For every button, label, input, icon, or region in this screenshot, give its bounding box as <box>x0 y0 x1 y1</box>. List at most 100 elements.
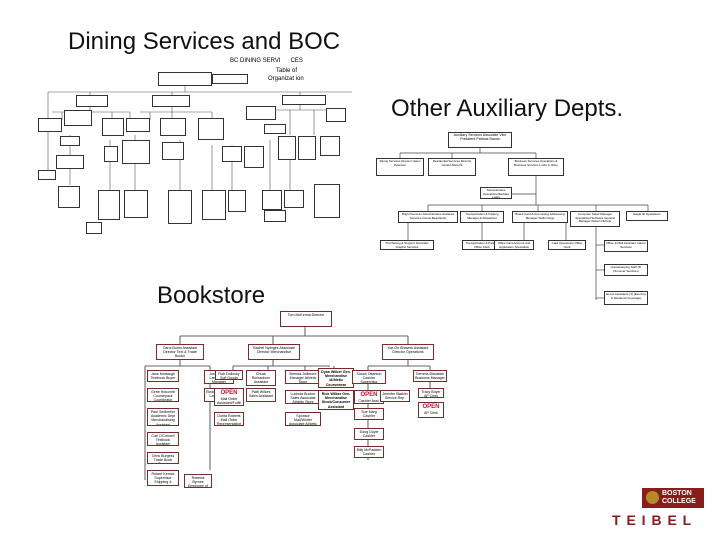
dining-caption-3: Organizat ion <box>268 76 304 82</box>
dining-box <box>316 72 324 76</box>
dining-box <box>282 95 326 105</box>
bookstore-staff-box: Roberta Byrnes Employee of Budget <box>184 474 212 488</box>
bookstore-staff-box: Brenda Jollimore Manager Athletic Store <box>285 370 321 384</box>
dining-box <box>244 146 264 168</box>
dining-box <box>122 140 150 164</box>
bookstore-staff-box: Sponsor Mail/Winter Associate Athletic S… <box>285 412 321 426</box>
other-extra-box: Housekeeping Staff (3) (Summer Services) <box>604 264 648 276</box>
dining-box <box>264 210 286 222</box>
other-level2-box: Bright Services Administrative Assistant… <box>398 211 458 223</box>
dining-box <box>64 110 92 126</box>
dining-box <box>298 136 316 160</box>
dining-box <box>58 186 80 208</box>
bookstore-staff-box: Jennifer Blaiklin Service Rep. <box>380 390 410 402</box>
bookstore-open-box: OPEN Mail Order Assistant/Fulfill <box>214 388 244 406</box>
other-level3-box: Office & Mail Assistant Career Services <box>604 240 648 252</box>
bookstore-root: Tom McKenna Director <box>280 311 332 327</box>
dining-box <box>246 106 276 120</box>
dining-box <box>162 142 184 160</box>
bookstore-staff-box: Robert Kerrick Supervisor Shipping & Rec… <box>147 470 179 486</box>
open-position-label: OPEN <box>220 390 238 396</box>
other-level2-box: Transportation & Parking Manager & Dispa… <box>460 211 504 223</box>
bookstore-staff-box: Billy McPadden Cashier <box>354 446 384 458</box>
teibel-wordmark: T E I B E L <box>612 512 693 528</box>
bookstore-staff-box: Tracy Boyer AP Clerk <box>418 388 444 398</box>
dining-box <box>76 95 108 107</box>
dining-box <box>262 190 282 210</box>
other-level1-box: Residential Services Director Gerald Alb… <box>428 158 476 176</box>
dining-box <box>278 136 296 160</box>
other-admin-box: Administrative Operations Barbara Lewis <box>480 187 512 199</box>
dining-box <box>264 124 286 134</box>
dining-box <box>202 190 226 220</box>
dining-box <box>158 72 212 86</box>
other-level2-box: Board Card & Accounting Addressing Manag… <box>512 211 568 223</box>
dining-box <box>284 190 304 208</box>
dining-box <box>126 118 150 132</box>
dining-box <box>160 118 186 136</box>
dining-box <box>98 190 120 220</box>
dining-box <box>228 190 246 212</box>
dining-box <box>60 136 80 146</box>
dining-box <box>168 190 192 224</box>
bookstore-staff-box: Patti Wilkes Sales Assistant <box>246 388 276 402</box>
other-level3-box: Office Card Account and Application Spec… <box>494 240 534 250</box>
other-level3-box: Purchasing & Support Specialist Graphic … <box>380 240 434 250</box>
other-level2-box: Computer Sales Manager Specialized Softw… <box>570 211 620 227</box>
dining-box <box>222 146 242 162</box>
other-depts-title: Other Auxiliary Depts. <box>391 95 624 122</box>
dining-box <box>320 136 340 156</box>
logo-line2: COLLEGE <box>662 498 696 505</box>
dining-box <box>86 222 102 234</box>
other-level3-box: Card Operations Office Clerk <box>548 240 586 250</box>
other-level1-box: Dining Services Director Helen Peterson <box>376 158 424 176</box>
open-position-label: OPEN <box>422 404 440 410</box>
open-position-label: OPEN <box>360 392 378 398</box>
bookstore-staff-box: Carl O'Connell Textbook Assistant <box>147 432 179 446</box>
bookstore-staff-box: Jane Murtaugh Textbook Buyer <box>147 370 179 382</box>
bookstore-staff-box: Dorita Roberts Mail Order Representative <box>214 412 244 426</box>
other-level1-box: Business Services Operations & Business … <box>508 158 564 176</box>
open-position-role: AP Clerk <box>423 411 439 415</box>
bookstore-director-box: Carol Burns Assistant Director Text & Tr… <box>156 344 204 360</box>
bookstore-staff-box: Chuck Richardson Assistant Director Mark… <box>246 370 276 386</box>
bookstore-director-box: Kar-On Bhavnik Assistant Director Operat… <box>382 344 434 360</box>
bookstore-staff-box: Chris Burgess Trade Book Buyer <box>147 452 179 464</box>
dining-box <box>152 95 190 107</box>
bookstore-staff-box: Doug Doyle Cashier <box>354 428 384 440</box>
dining-box <box>314 184 340 218</box>
bookstore-staff-box: Rick Wilber Gen. Merchandise Stock/Consu… <box>318 390 354 410</box>
logo-line1: BOSTON <box>662 490 692 497</box>
dining-box <box>104 146 118 162</box>
bookstore-open-box: OPEN AP Clerk <box>418 402 444 418</box>
other-root: Auxiliary Services Associate Vice Presid… <box>448 132 512 148</box>
other-extra-box: Event Assistants (3) (Evening & Weekend … <box>604 291 648 305</box>
dining-box <box>198 118 224 140</box>
dining-box <box>124 190 148 218</box>
bookstore-staff-box: Paul Sedlmeier Academic Dept Merchandisi… <box>147 408 179 426</box>
dining-box <box>38 118 62 132</box>
other-level2-box: Eagle ID Operations <box>626 211 668 221</box>
bookstore-staff-box: Dyan Wilber Gen. Merchandise /Athletic C… <box>318 368 354 388</box>
bookstore-staff-box: Rob Dolinsky Soft Goods Asst. <box>215 370 243 380</box>
bookstore-staff-box: Lucinda Bucher Sales Associate Athletic … <box>285 390 321 404</box>
dining-box <box>102 118 124 136</box>
dining-box <box>38 170 56 180</box>
dining-title: Dining Services and BOC <box>68 28 341 55</box>
seal-icon <box>646 491 659 504</box>
bookstore-staff-box: Gemma Blaustein Business Manager <box>413 370 447 382</box>
open-position-role: Cashier Asst. <box>358 399 380 403</box>
dining-box <box>326 108 346 122</box>
dining-box <box>212 74 248 84</box>
bookstore-staff-box: Susan Ottarson Cashier Supervisor <box>352 370 386 384</box>
open-position-role: Mail Order Assistant/Fulfill <box>217 397 241 406</box>
bookstore-title: Bookstore <box>157 282 266 309</box>
dining-caption-2: Table of <box>276 68 298 74</box>
boston-college-badge: BOSTON COLLEGE <box>642 488 704 508</box>
bookstore-staff-box: Gerie Holcomb Coursepack Coordinator <box>147 388 179 402</box>
dining-box <box>56 155 84 169</box>
bookstore-staff-box: Sue Marg Cashier <box>354 408 384 420</box>
dining-caption-1: BC DINING SERVI CES <box>230 58 303 64</box>
